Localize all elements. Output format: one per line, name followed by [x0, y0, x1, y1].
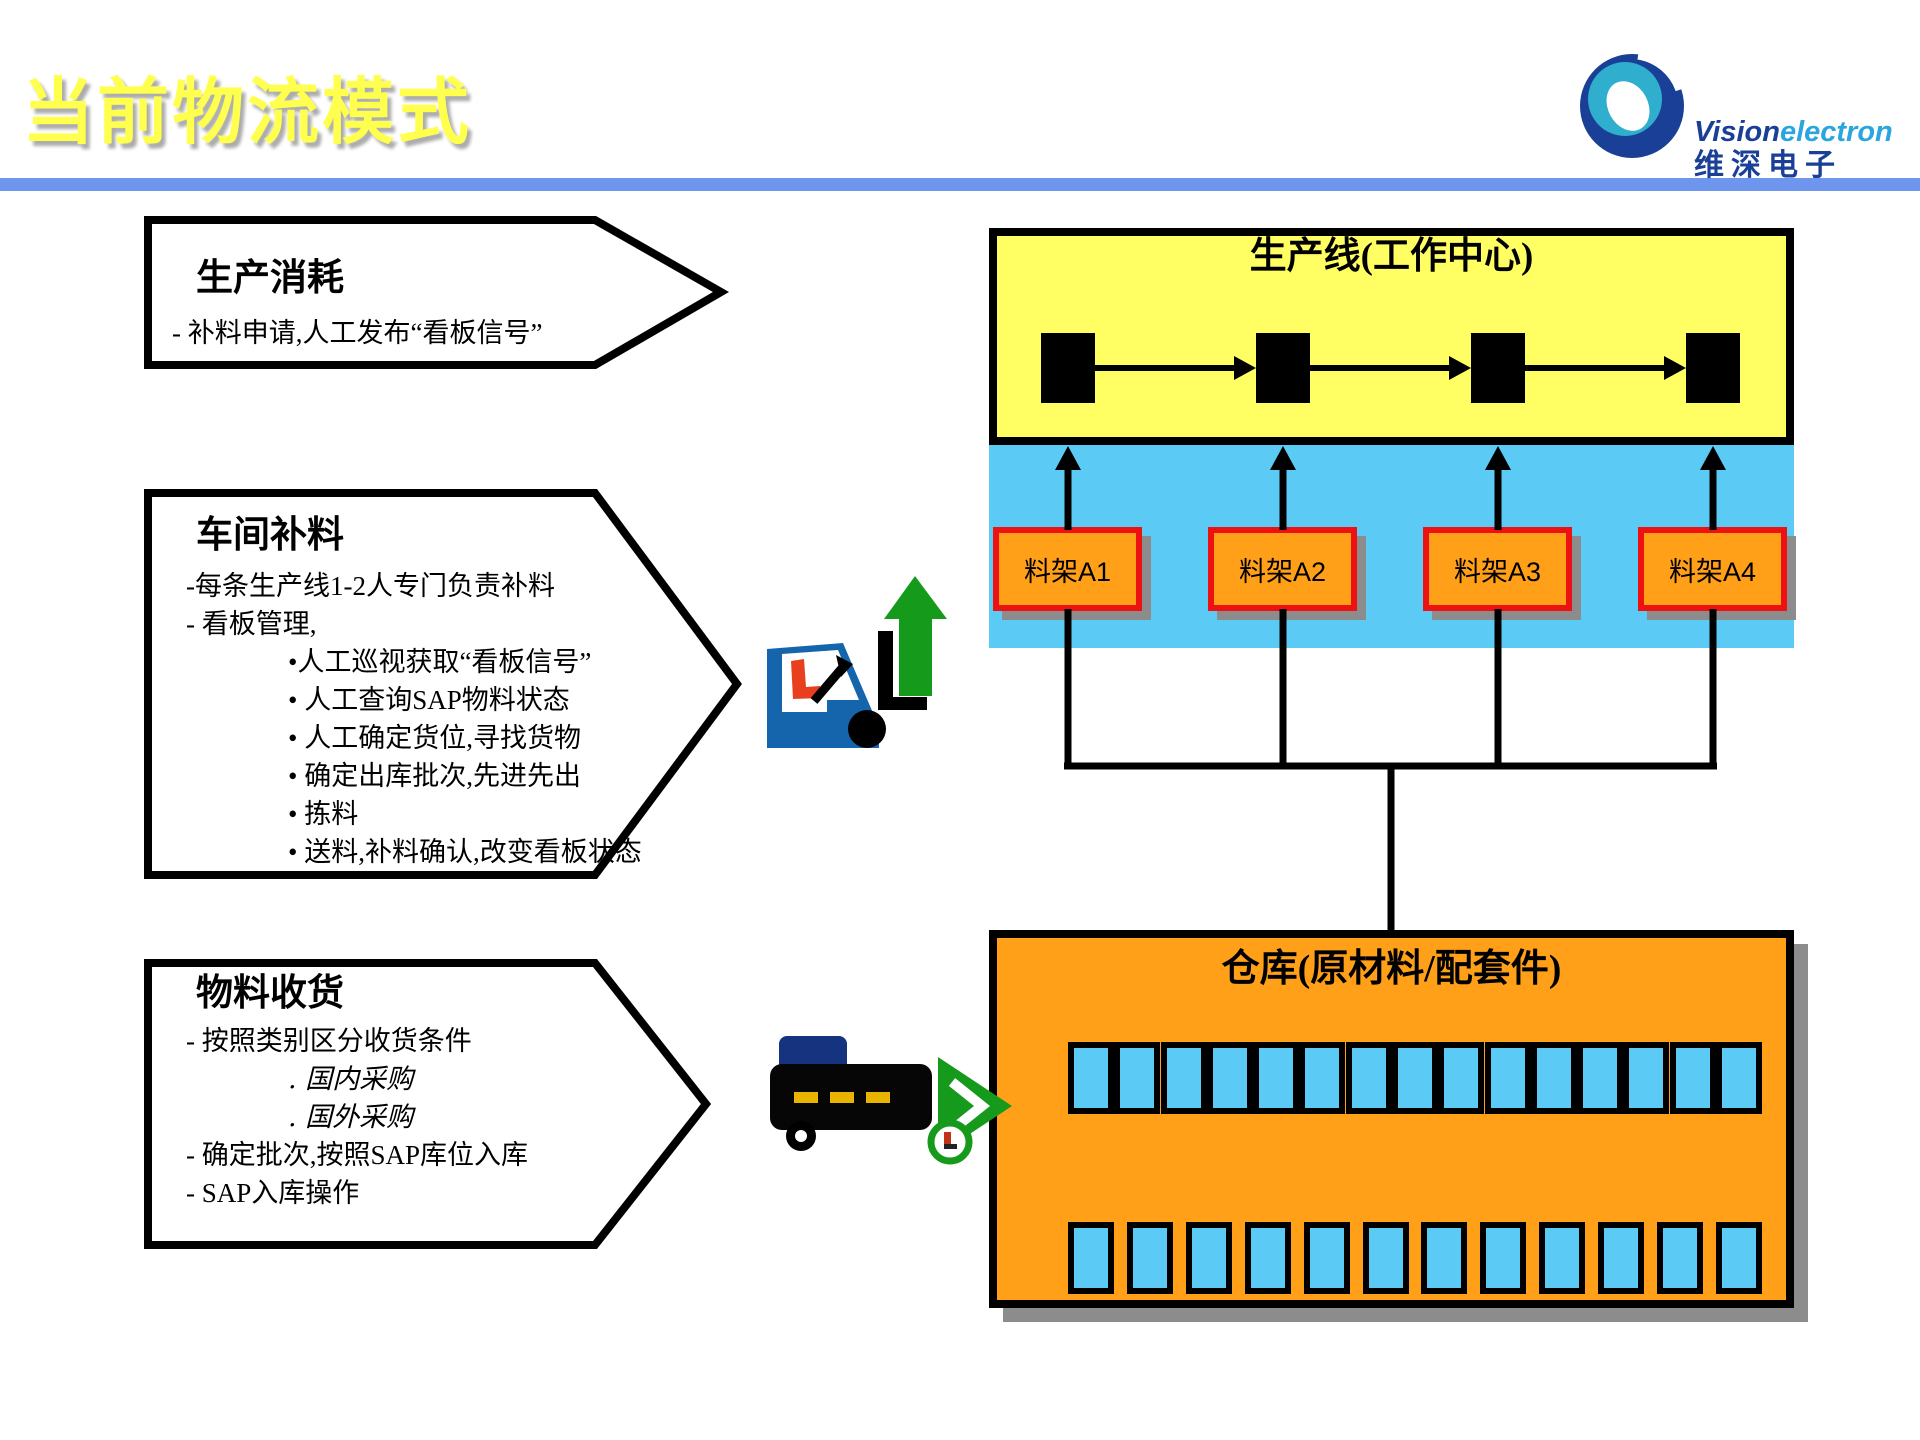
storage-cell: [1391, 1042, 1438, 1114]
production-line-title: 生产线(工作中心): [1249, 236, 1534, 277]
truck-body: [770, 1064, 932, 1130]
logo-brand-electron: electron: [1779, 116, 1893, 148]
rack-a2: 料架A2: [1208, 527, 1357, 611]
storage-cell: [1715, 1222, 1762, 1294]
storage-cell: [1362, 1222, 1409, 1294]
storage-cell: [1421, 1222, 1468, 1294]
storage-cell: [1623, 1042, 1670, 1114]
storage-cell: [1539, 1222, 1586, 1294]
storage-cell: [1160, 1042, 1207, 1114]
callout2-line: • 拣料: [288, 799, 359, 829]
rack-a1-label: 料架A1: [1023, 556, 1112, 587]
storage-cell: [1715, 1042, 1762, 1114]
callout2-line: •人工巡视获取“看板信号”: [288, 647, 592, 677]
warehouse-to-rack-connector: [1064, 609, 1717, 934]
storage-cell: [1438, 1042, 1485, 1114]
callout2-heading: 车间补料: [196, 515, 344, 556]
storage-cell: [1253, 1042, 1300, 1114]
truck-icon: [770, 1036, 1012, 1165]
storage-cell: [1657, 1222, 1704, 1294]
storage-cell: [1669, 1042, 1716, 1114]
logo-brand-cn: 维深电子: [1694, 149, 1842, 182]
vision-swirl-logo-icon: [1578, 48, 1686, 173]
storage-cell: [1598, 1222, 1645, 1294]
callout2-line: • 人工确定货位,寻找货物: [288, 723, 581, 753]
storage-cell: [1206, 1042, 1253, 1114]
callout3-line: - SAP入库操作: [186, 1178, 360, 1208]
forklift-icon: [767, 576, 947, 748]
storage-cell: [1530, 1042, 1577, 1114]
callout2-line: -每条生产线1-2人专门负责补料: [186, 571, 555, 601]
storage-cell: [1244, 1222, 1291, 1294]
storage-cell: [1185, 1222, 1232, 1294]
logo-brand-en: Visionelectron: [1694, 116, 1893, 149]
callout2-line: • 送料,补料确认,改变看板状态: [288, 837, 642, 867]
rack-a2-label: 料架A2: [1238, 556, 1327, 587]
callout2-line: • 确定出库批次,先进先出: [288, 761, 581, 791]
storage-cell: [1577, 1042, 1624, 1114]
storage-cell: [1484, 1042, 1531, 1114]
forklift-wheel: [848, 710, 886, 748]
callout2-line: - 看板管理,: [186, 609, 317, 639]
callout1-line: - 补料申请,人工发布“看板信号”: [172, 318, 543, 348]
rack-a4: 料架A4: [1638, 527, 1787, 611]
rack-a3: 料架A3: [1423, 527, 1572, 611]
forklift-fork: [878, 697, 927, 710]
callout3-heading: 物料收货: [196, 973, 344, 1014]
callout3-line: - 按照类别区分收货条件: [186, 1026, 472, 1056]
rack-a3-label: 料架A3: [1453, 556, 1542, 587]
forklift-seat: [791, 659, 821, 699]
storage-cell: [1068, 1222, 1114, 1294]
storage-cell: [1303, 1222, 1350, 1294]
callout3-line: - 确定批次,按照SAP库位入库: [186, 1140, 529, 1170]
logo-brand-vision: Vision: [1694, 116, 1780, 148]
up-arrow-icon: [899, 614, 932, 696]
callout3-line: . 国内采购: [288, 1064, 414, 1095]
storage-cell: [1345, 1042, 1392, 1114]
callout1-heading: 生产消耗: [196, 258, 344, 299]
warehouse-title: 仓库(原材料/配套件): [1221, 948, 1562, 990]
rack-a4-label: 料架A4: [1668, 556, 1757, 587]
header-divider-rule: [0, 178, 1920, 191]
truck-cab: [779, 1036, 847, 1074]
storage-cell: [1114, 1042, 1161, 1114]
storage-cell: [1068, 1042, 1114, 1114]
warehouse-grid: [1068, 1042, 1762, 1294]
rack-a1: 料架A1: [993, 527, 1142, 611]
storage-cell: [1126, 1222, 1173, 1294]
truck-wheel: [786, 1121, 816, 1151]
production-line-box: [989, 228, 1794, 445]
storage-cell: [1299, 1042, 1346, 1114]
callout3-line: . 国外采购: [288, 1102, 414, 1133]
storage-cell: [1480, 1222, 1527, 1294]
forklift-mast: [878, 631, 893, 703]
page-title: 当前物流模式: [22, 73, 473, 153]
callout2-line: • 人工查询SAP物料状态: [288, 685, 570, 715]
